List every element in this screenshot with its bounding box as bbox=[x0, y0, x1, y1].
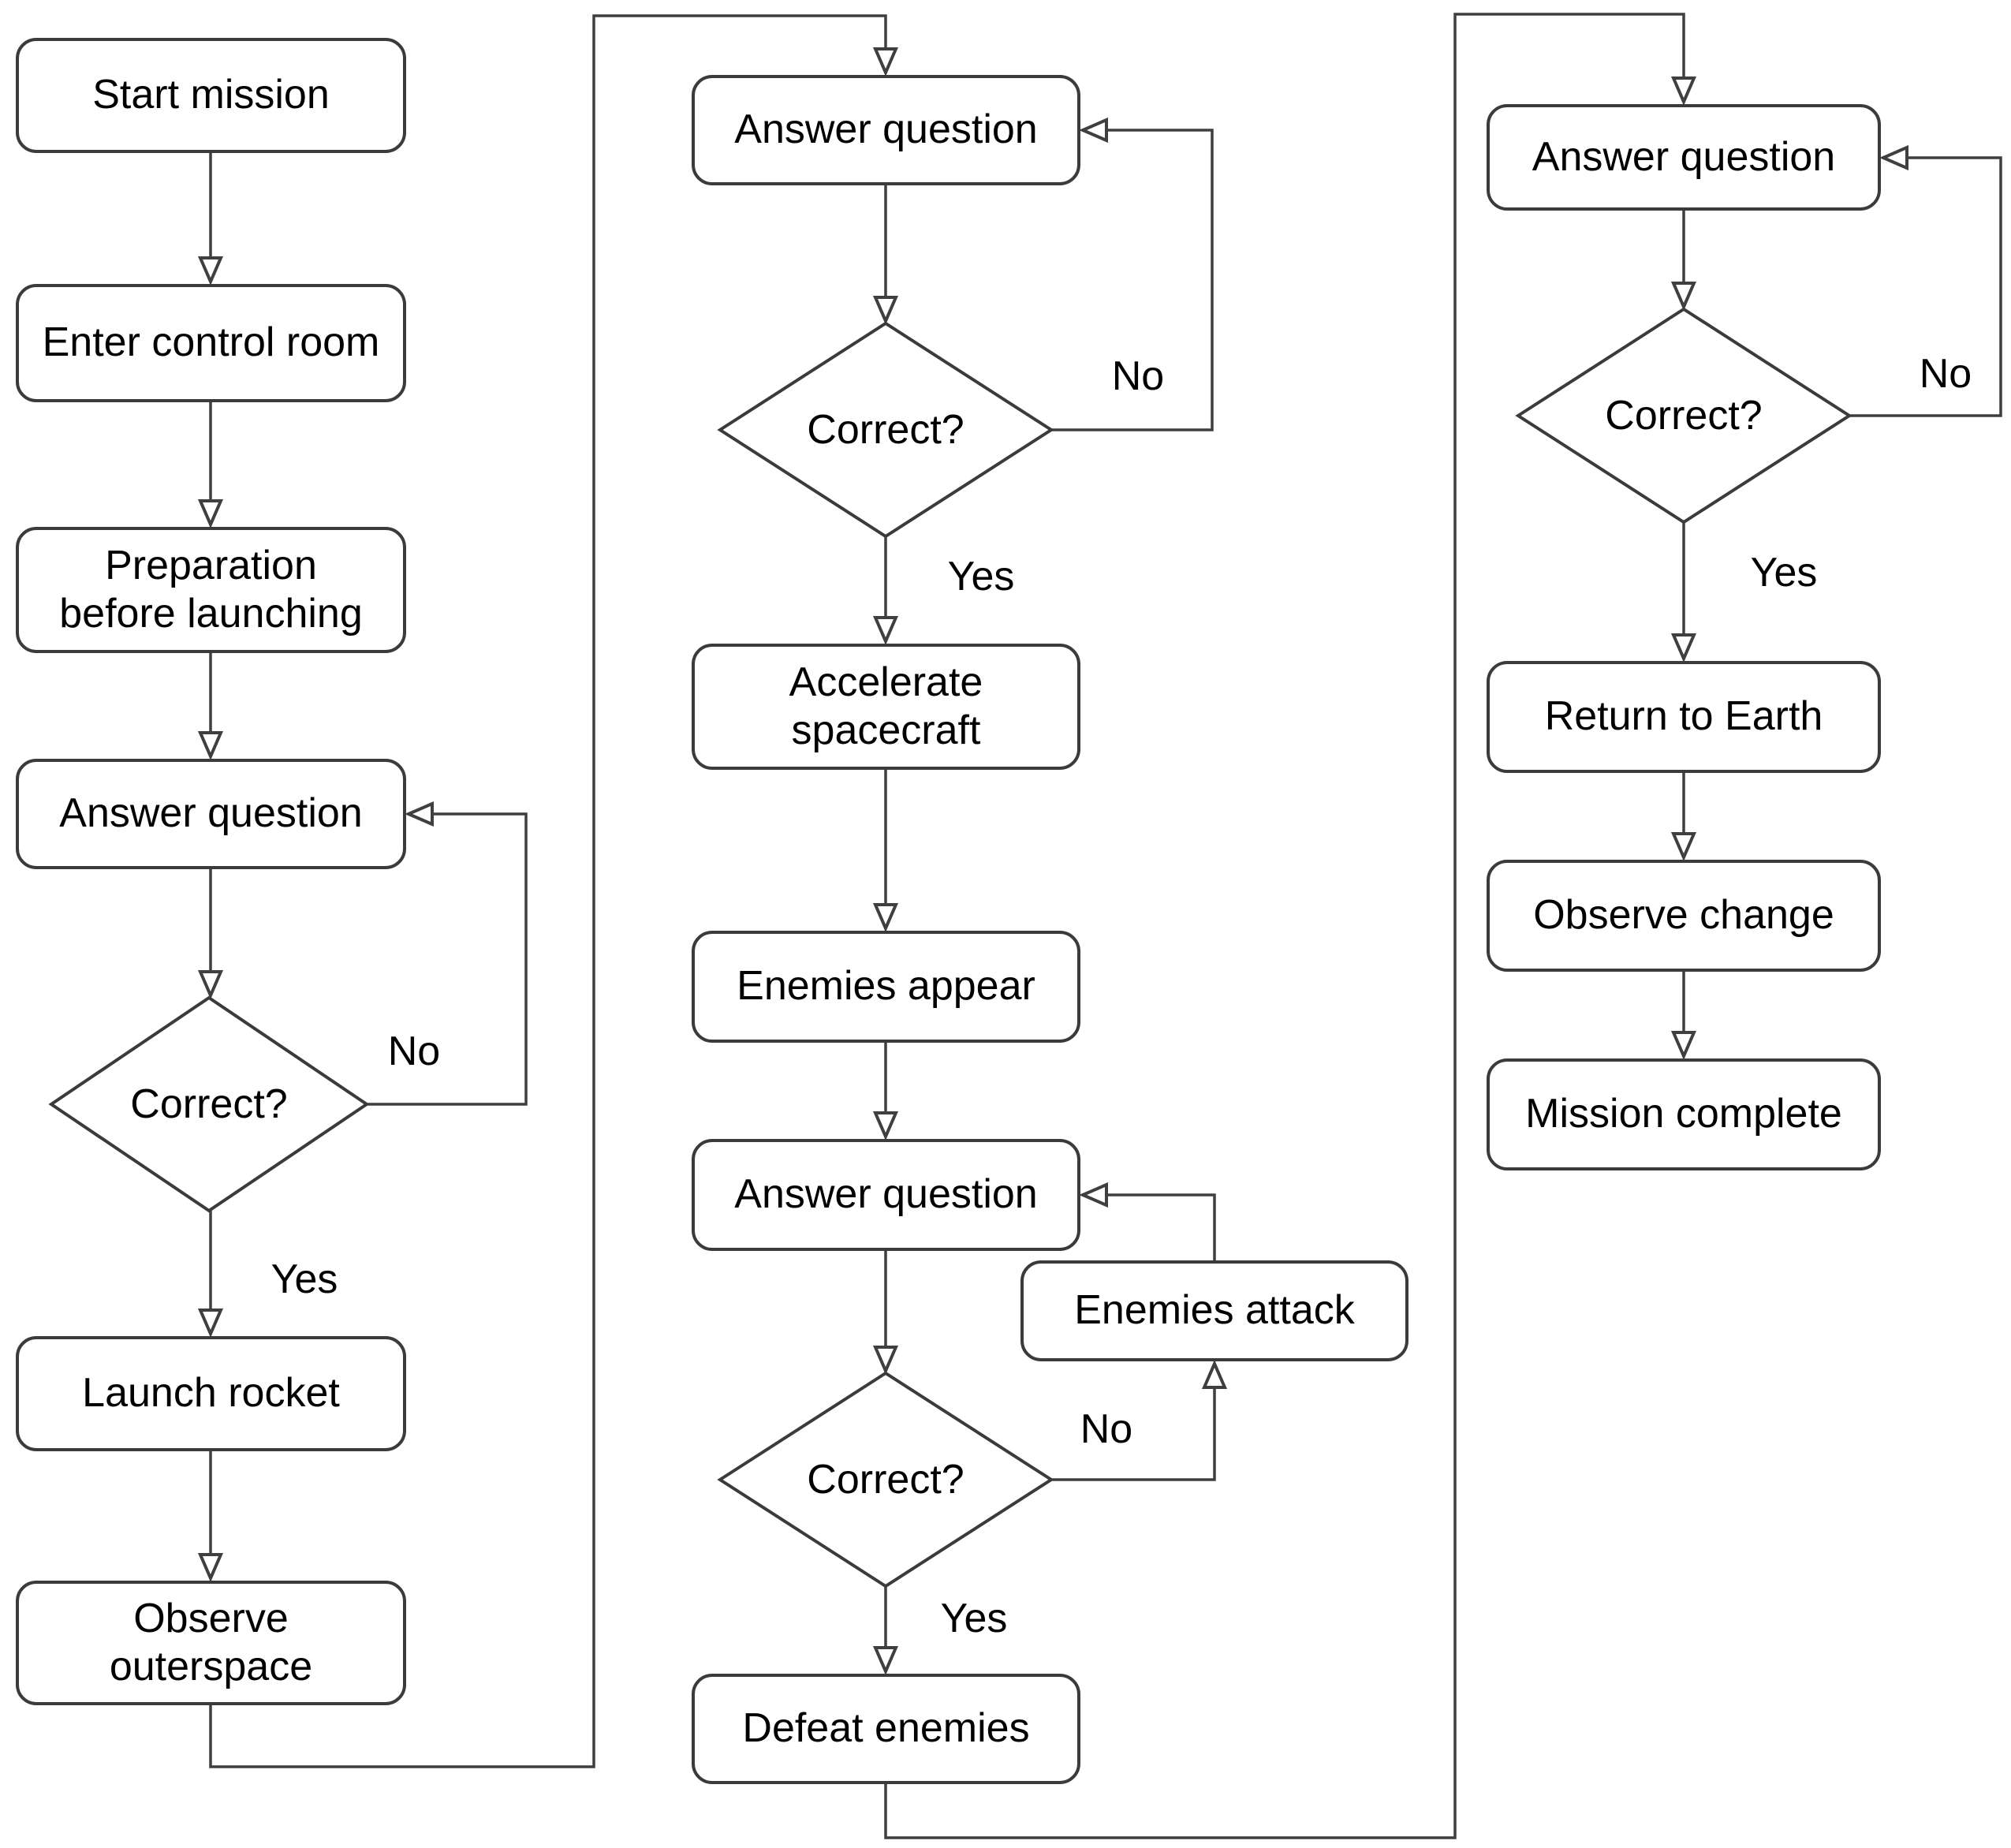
decision-correct-1-label: Correct? bbox=[130, 1081, 288, 1127]
decision-correct-4-label: Correct? bbox=[1605, 393, 1763, 439]
node-preparation-before-launching: Preparation before launching bbox=[16, 527, 406, 653]
node-enemies-attack: Enemies attack bbox=[1020, 1260, 1408, 1361]
decision-correct-2-shape bbox=[717, 321, 1054, 539]
decision-correct-2-label: Correct? bbox=[807, 407, 964, 453]
edge-enemies-attack-to-answer3 bbox=[1082, 1195, 1216, 1260]
label-no-correct-2: No bbox=[1111, 353, 1165, 399]
edge-correct3-no-to-enemies-attack bbox=[1051, 1363, 1214, 1481]
label-no-correct-1: No bbox=[387, 1029, 441, 1074]
label-no-correct-4: No bbox=[1919, 351, 1972, 397]
node-answer-question-1: Answer question bbox=[16, 759, 406, 869]
node-enemies-appear: Enemies appear bbox=[692, 931, 1080, 1043]
edge-correct1-no-loop bbox=[367, 814, 528, 1106]
decision-correct-1-shape bbox=[48, 995, 370, 1213]
decision-correct-3-shape bbox=[717, 1371, 1054, 1589]
node-enter-control-room: Enter control room bbox=[16, 284, 406, 402]
node-start-mission: Start mission bbox=[16, 38, 406, 153]
node-defeat-enemies: Defeat enemies bbox=[692, 1674, 1080, 1784]
label-no-correct-3: No bbox=[1080, 1406, 1133, 1452]
label-yes-correct-3: Yes bbox=[940, 1596, 1008, 1641]
node-answer-question-3: Answer question bbox=[692, 1139, 1080, 1251]
node-return-to-earth: Return to Earth bbox=[1487, 661, 1881, 773]
label-yes-correct-4: Yes bbox=[1750, 550, 1818, 595]
node-observe-change: Observe change bbox=[1487, 860, 1881, 972]
node-answer-question-2: Answer question bbox=[692, 75, 1080, 185]
edge-correct2-no-loop bbox=[1051, 130, 1214, 431]
node-answer-question-4: Answer question bbox=[1487, 104, 1881, 211]
edge-correct4-no-loop bbox=[1849, 158, 2002, 417]
node-launch-rocket: Launch rocket bbox=[16, 1336, 406, 1451]
label-yes-correct-1: Yes bbox=[270, 1256, 338, 1302]
node-observe-outerspace: Observe outerspace bbox=[16, 1581, 406, 1705]
label-yes-correct-2: Yes bbox=[947, 554, 1015, 599]
node-mission-complete: Mission complete bbox=[1487, 1058, 1881, 1170]
decision-correct-3-label: Correct? bbox=[807, 1457, 964, 1503]
node-accelerate-spacecraft: Accelerate spacecraft bbox=[692, 644, 1080, 770]
edge-observe-to-answer2 bbox=[209, 14, 886, 1768]
edge-defeat-to-answer4 bbox=[884, 13, 1684, 1839]
decision-correct-4-shape bbox=[1515, 307, 1852, 525]
